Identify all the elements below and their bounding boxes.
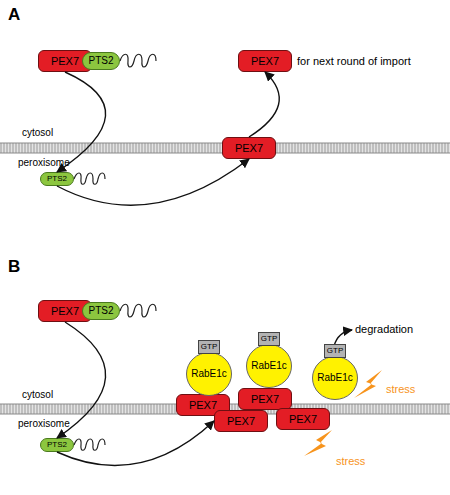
- pex7-box: PEX7: [214, 410, 268, 432]
- node-text: PEX7: [251, 394, 279, 405]
- node-text: RabE1c: [251, 361, 287, 371]
- import-arrow: [249, 72, 279, 137]
- import-arrow: [57, 72, 106, 172]
- rabe1c-shape: [187, 353, 232, 396]
- panel-letter: A: [8, 6, 20, 23]
- node-text: RabE1c: [317, 373, 353, 383]
- panel-letter: B: [8, 258, 20, 275]
- node-text: GTP: [261, 335, 277, 343]
- text-label: for next round of import: [297, 56, 411, 67]
- pts2-tag: PTS2: [40, 438, 74, 452]
- cargo-coil: [74, 173, 105, 184]
- node-text: PEX7: [227, 416, 255, 427]
- pex7-box: PEX7: [276, 408, 330, 430]
- import-arrow: [57, 159, 249, 205]
- gtp-box: GTP: [258, 332, 280, 346]
- pts2-tag: PTS2: [82, 302, 120, 320]
- text-label: cytosol: [22, 390, 53, 400]
- pex7-box: PEX7: [222, 137, 276, 159]
- node-text: PEX7: [251, 56, 279, 67]
- stress-label: stress: [336, 456, 365, 467]
- rabe1c-circle: RabE1c: [312, 356, 358, 400]
- text-label: peroxisome: [18, 158, 70, 168]
- pex7-box: PEX7: [238, 50, 292, 72]
- text-label: peroxisome: [18, 419, 70, 429]
- node-text: PEX7: [235, 143, 263, 154]
- stress-bolt: [354, 370, 382, 398]
- node-text: RabE1c: [191, 369, 227, 379]
- node-text: PTS2: [88, 306, 113, 316]
- rabe1c-shape: [313, 357, 358, 400]
- node-text: PEX7: [51, 56, 79, 67]
- node-text: GTP: [201, 343, 217, 351]
- node-text: PTS2: [47, 175, 67, 183]
- node-text: PEX7: [189, 400, 217, 411]
- text-label: degradation: [355, 324, 413, 335]
- gtp-box: GTP: [324, 344, 346, 358]
- gtp-box: GTP: [198, 340, 220, 354]
- pts2-tag: PTS2: [40, 172, 74, 186]
- node-text: PTS2: [47, 441, 67, 449]
- pts2-tag: PTS2: [82, 52, 120, 70]
- import-arrow: [57, 421, 214, 465]
- node-text: PTS2: [88, 56, 113, 66]
- node-text: PEX7: [289, 414, 317, 425]
- rabe1c-circle: RabE1c: [246, 344, 292, 388]
- stress-label: stress: [386, 384, 415, 395]
- cargo-coil: [74, 439, 105, 450]
- rabe1c-circle: RabE1c: [186, 352, 232, 396]
- text-label: cytosol: [22, 128, 53, 138]
- node-text: GTP: [327, 347, 343, 355]
- pex7-box: PEX7: [238, 388, 292, 410]
- rabe1c-shape: [247, 345, 292, 388]
- cargo-coil: [120, 304, 156, 317]
- node-text: PEX7: [51, 306, 79, 317]
- cargo-coil: [120, 54, 156, 67]
- stress-bolt: [304, 430, 332, 456]
- import-arrow: [57, 322, 106, 438]
